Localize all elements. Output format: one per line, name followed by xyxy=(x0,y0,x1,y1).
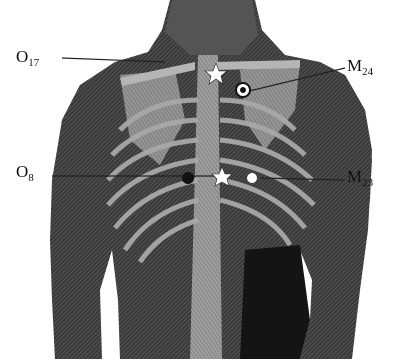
label-m24-main: M xyxy=(347,56,362,75)
label-o17: O17 xyxy=(16,48,39,69)
label-o8: O8 xyxy=(16,163,34,184)
dark-region xyxy=(240,245,310,359)
label-o8-main: O xyxy=(16,162,28,181)
black-spot-icon xyxy=(182,172,194,184)
label-o8-sub: 8 xyxy=(28,172,34,184)
label-m24: M24 xyxy=(347,57,373,78)
label-o17-main: O xyxy=(16,47,28,66)
dark-dot-icon xyxy=(240,87,246,93)
label-m23-main: M xyxy=(347,167,362,186)
label-m23: M23 xyxy=(347,168,373,189)
label-o17-sub: 17 xyxy=(28,57,39,69)
label-m23-sub: 23 xyxy=(362,177,373,189)
label-m24-sub: 24 xyxy=(362,66,373,78)
white-dot-icon xyxy=(247,173,257,183)
